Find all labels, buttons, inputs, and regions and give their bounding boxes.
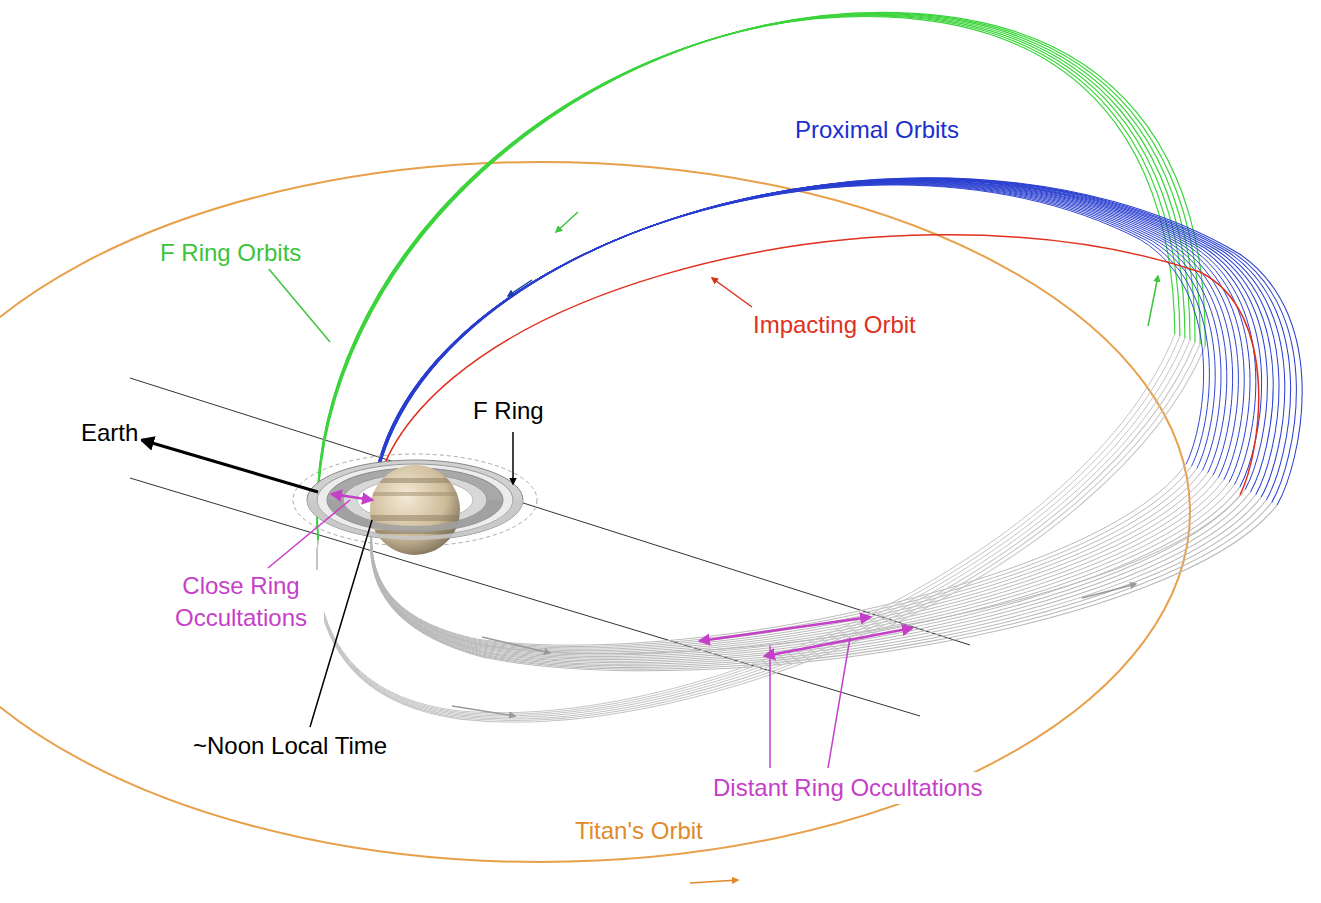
orbit-label: Impacting Orbit bbox=[750, 309, 919, 341]
orbit-line bbox=[315, 337, 1205, 729]
direction-arrow bbox=[690, 880, 738, 883]
direction-arrow bbox=[1148, 276, 1158, 326]
direction-arrow bbox=[508, 280, 532, 296]
occultation-arrow bbox=[700, 617, 870, 641]
titan-orbit bbox=[0, 162, 1190, 862]
leader-line bbox=[769, 646, 771, 768]
direction-label: Earth bbox=[78, 417, 141, 449]
saturn-planet bbox=[307, 465, 523, 555]
direction-arrow bbox=[556, 212, 578, 232]
orbit-line bbox=[372, 180, 1268, 530]
orbit-label: F Ring Orbits bbox=[157, 237, 304, 269]
leader-line bbox=[268, 268, 330, 342]
direction-arrow bbox=[1082, 584, 1136, 598]
orbit-line bbox=[317, 6, 1208, 549]
leader-line bbox=[268, 500, 350, 568]
occultation-arrow bbox=[765, 628, 912, 656]
direction-arrow bbox=[482, 637, 550, 653]
leader-line bbox=[712, 278, 752, 307]
orbit-line bbox=[316, 339, 1195, 721]
ring-label: F Ring bbox=[470, 395, 547, 427]
orbit-label: Proximal Orbits bbox=[792, 114, 962, 146]
occultation-arrow bbox=[332, 494, 372, 500]
leader-line bbox=[512, 432, 514, 484]
orbit-line bbox=[317, 14, 1190, 540]
orbit-line bbox=[316, 338, 1201, 725]
occultation-label: Close Ring Occultations bbox=[158, 570, 324, 635]
local-time-label: ~Noon Local Time bbox=[190, 730, 390, 762]
earth-line bbox=[130, 478, 920, 716]
leader-line bbox=[828, 638, 850, 768]
occultation-label: Distant Ring Occultations bbox=[710, 772, 985, 804]
earth-arrow bbox=[142, 440, 318, 492]
orbit-label: Titan's Orbit bbox=[572, 815, 706, 847]
orbit-bundle-grey bbox=[315, 334, 1277, 729]
orbit-line bbox=[317, 340, 1190, 717]
orbit-line bbox=[316, 338, 1186, 716]
orbit-line bbox=[315, 336, 1182, 716]
direction-arrow bbox=[452, 706, 515, 716]
orbit-bundle-green bbox=[312, 6, 1209, 549]
